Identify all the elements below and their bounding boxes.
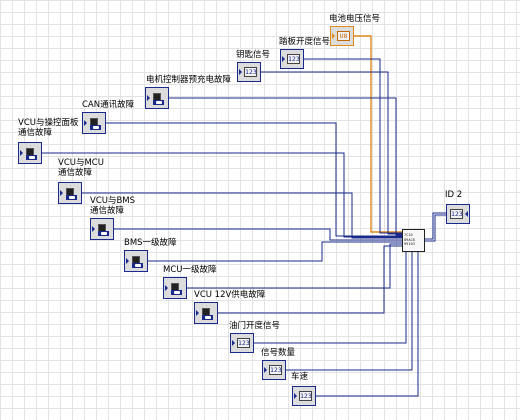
key-signal-terminal[interactable]: 123 <box>237 62 261 82</box>
brake-pedal-signal-wire[interactable] <box>304 58 402 234</box>
bms-level1-fault-wire[interactable] <box>148 241 402 262</box>
vehicle-speed-label: 车速 <box>291 372 309 382</box>
bms-level1-fault-label: BMS一级故障 <box>124 238 177 248</box>
brake-pedal-signal-terminal[interactable]: 123 <box>280 49 304 69</box>
mcu-level1-fault-terminal[interactable] <box>163 277 187 299</box>
vcu-panel-comm-fault-label: VCU与操控面板 通信故障 <box>18 118 79 138</box>
mcu-level1-fault-wire[interactable] <box>187 243 402 289</box>
key-signal-wire[interactable] <box>261 71 402 235</box>
can-comm-fault-wire[interactable] <box>106 122 402 237</box>
output-wire[interactable] <box>425 212 446 242</box>
output-wire-core[interactable] <box>425 213 446 241</box>
signal-count-label: 信号数量 <box>261 348 296 358</box>
vcu-mcu-comm-fault-wire[interactable] <box>82 192 402 239</box>
vehicle-speed-wire[interactable] <box>316 249 419 397</box>
motor-precharge-fault-label: 电机控制器预充电故障 <box>146 75 232 85</box>
throttle-signal-terminal[interactable]: 123 <box>230 333 254 353</box>
vcu-bms-comm-fault-terminal[interactable] <box>90 218 114 240</box>
bms-level1-fault-terminal[interactable] <box>124 250 148 272</box>
id2-indicator-terminal[interactable]: 123 <box>446 204 470 224</box>
vcu-panel-comm-fault-wire[interactable] <box>42 152 402 238</box>
can-comm-fault-terminal[interactable] <box>82 112 106 134</box>
motor-precharge-fault-wire[interactable] <box>169 97 402 236</box>
battery-voltage-signal-terminal[interactable]: U8 <box>330 26 354 46</box>
mcu-level1-fault-label: MCU一级故障 <box>163 265 217 275</box>
build-array-node[interactable]: 7C10 89AC8 99103 <box>402 229 425 252</box>
can-comm-fault-label: CAN通讯故障 <box>82 100 135 110</box>
id2-label: ID 2 <box>445 190 463 200</box>
motor-precharge-fault-terminal[interactable] <box>145 87 169 109</box>
vcu-12v-fault-wire[interactable] <box>218 245 402 314</box>
throttle-signal-label: 油门开度信号 <box>229 321 281 331</box>
signal-count-wire[interactable] <box>286 248 413 371</box>
vcu-mcu-comm-fault-label: VCU与MCU 通信故障 <box>58 158 104 178</box>
vcu-bms-comm-fault-label: VCU与BMS 通信故障 <box>90 196 136 216</box>
vcu-bms-comm-fault-wire[interactable] <box>114 228 402 241</box>
vcu-panel-comm-fault-terminal[interactable] <box>18 142 42 164</box>
battery-voltage-signal-wire[interactable] <box>354 35 402 233</box>
vcu-12v-fault-label: VCU 12V供电故障 <box>194 290 266 300</box>
vehicle-speed-terminal[interactable]: 123 <box>292 386 316 406</box>
vcu-12v-fault-terminal[interactable] <box>194 302 218 324</box>
signal-count-terminal[interactable]: 123 <box>262 360 286 380</box>
battery-voltage-signal-label: 电池电压信号 <box>329 14 381 24</box>
bundle-node-icon: 7C10 89AC8 99103 <box>404 233 415 247</box>
key-signal-label: 钥匙信号 <box>236 50 271 60</box>
vcu-mcu-comm-fault-terminal[interactable] <box>58 182 82 204</box>
brake-pedal-signal-label: 踏板开度信号 <box>279 37 331 47</box>
